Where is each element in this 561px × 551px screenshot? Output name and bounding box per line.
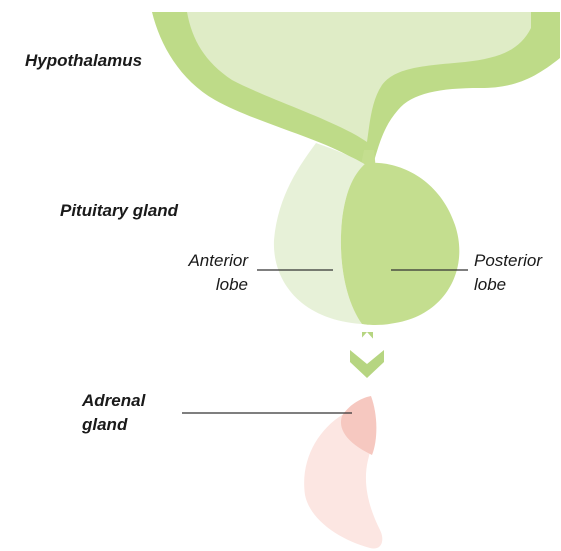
posterior-lobe-label-line1: Posterior	[474, 250, 542, 271]
down-arrow-icon	[349, 332, 385, 378]
anterior-lobe-label-line1: Anterior	[150, 250, 248, 271]
adrenal-gland-label-line1: Adrenal	[82, 390, 145, 411]
posterior-lobe-label-line2: lobe	[474, 274, 506, 295]
pituitary-gland-label: Pituitary gland	[60, 200, 178, 221]
posterior-lobe-shape	[341, 163, 459, 325]
hypothalamus-label: Hypothalamus	[25, 50, 142, 71]
anterior-lobe-label-line2: lobe	[150, 274, 248, 295]
adrenal-gland-label-line2: gland	[82, 414, 127, 435]
